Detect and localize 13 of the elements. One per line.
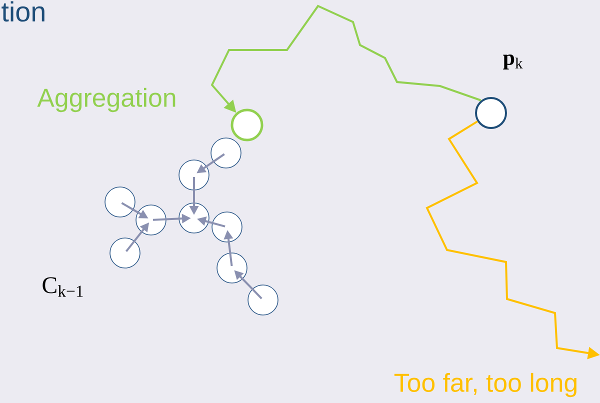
circle <box>216 252 248 284</box>
circle <box>475 97 507 129</box>
label: C$_{k−1}$ <box>42 277 83 297</box>
circle <box>210 138 242 168</box>
node-label: Aggregation <box>37 88 176 112</box>
circle <box>104 186 136 218</box>
circle <box>110 238 140 268</box>
node-label: p$_{k}$ <box>503 54 523 70</box>
circle <box>248 284 278 316</box>
circle <box>178 160 210 190</box>
edge-label: Too far, too long <box>394 372 576 398</box>
circle <box>212 212 242 242</box>
label: tion <box>2 1 44 22</box>
